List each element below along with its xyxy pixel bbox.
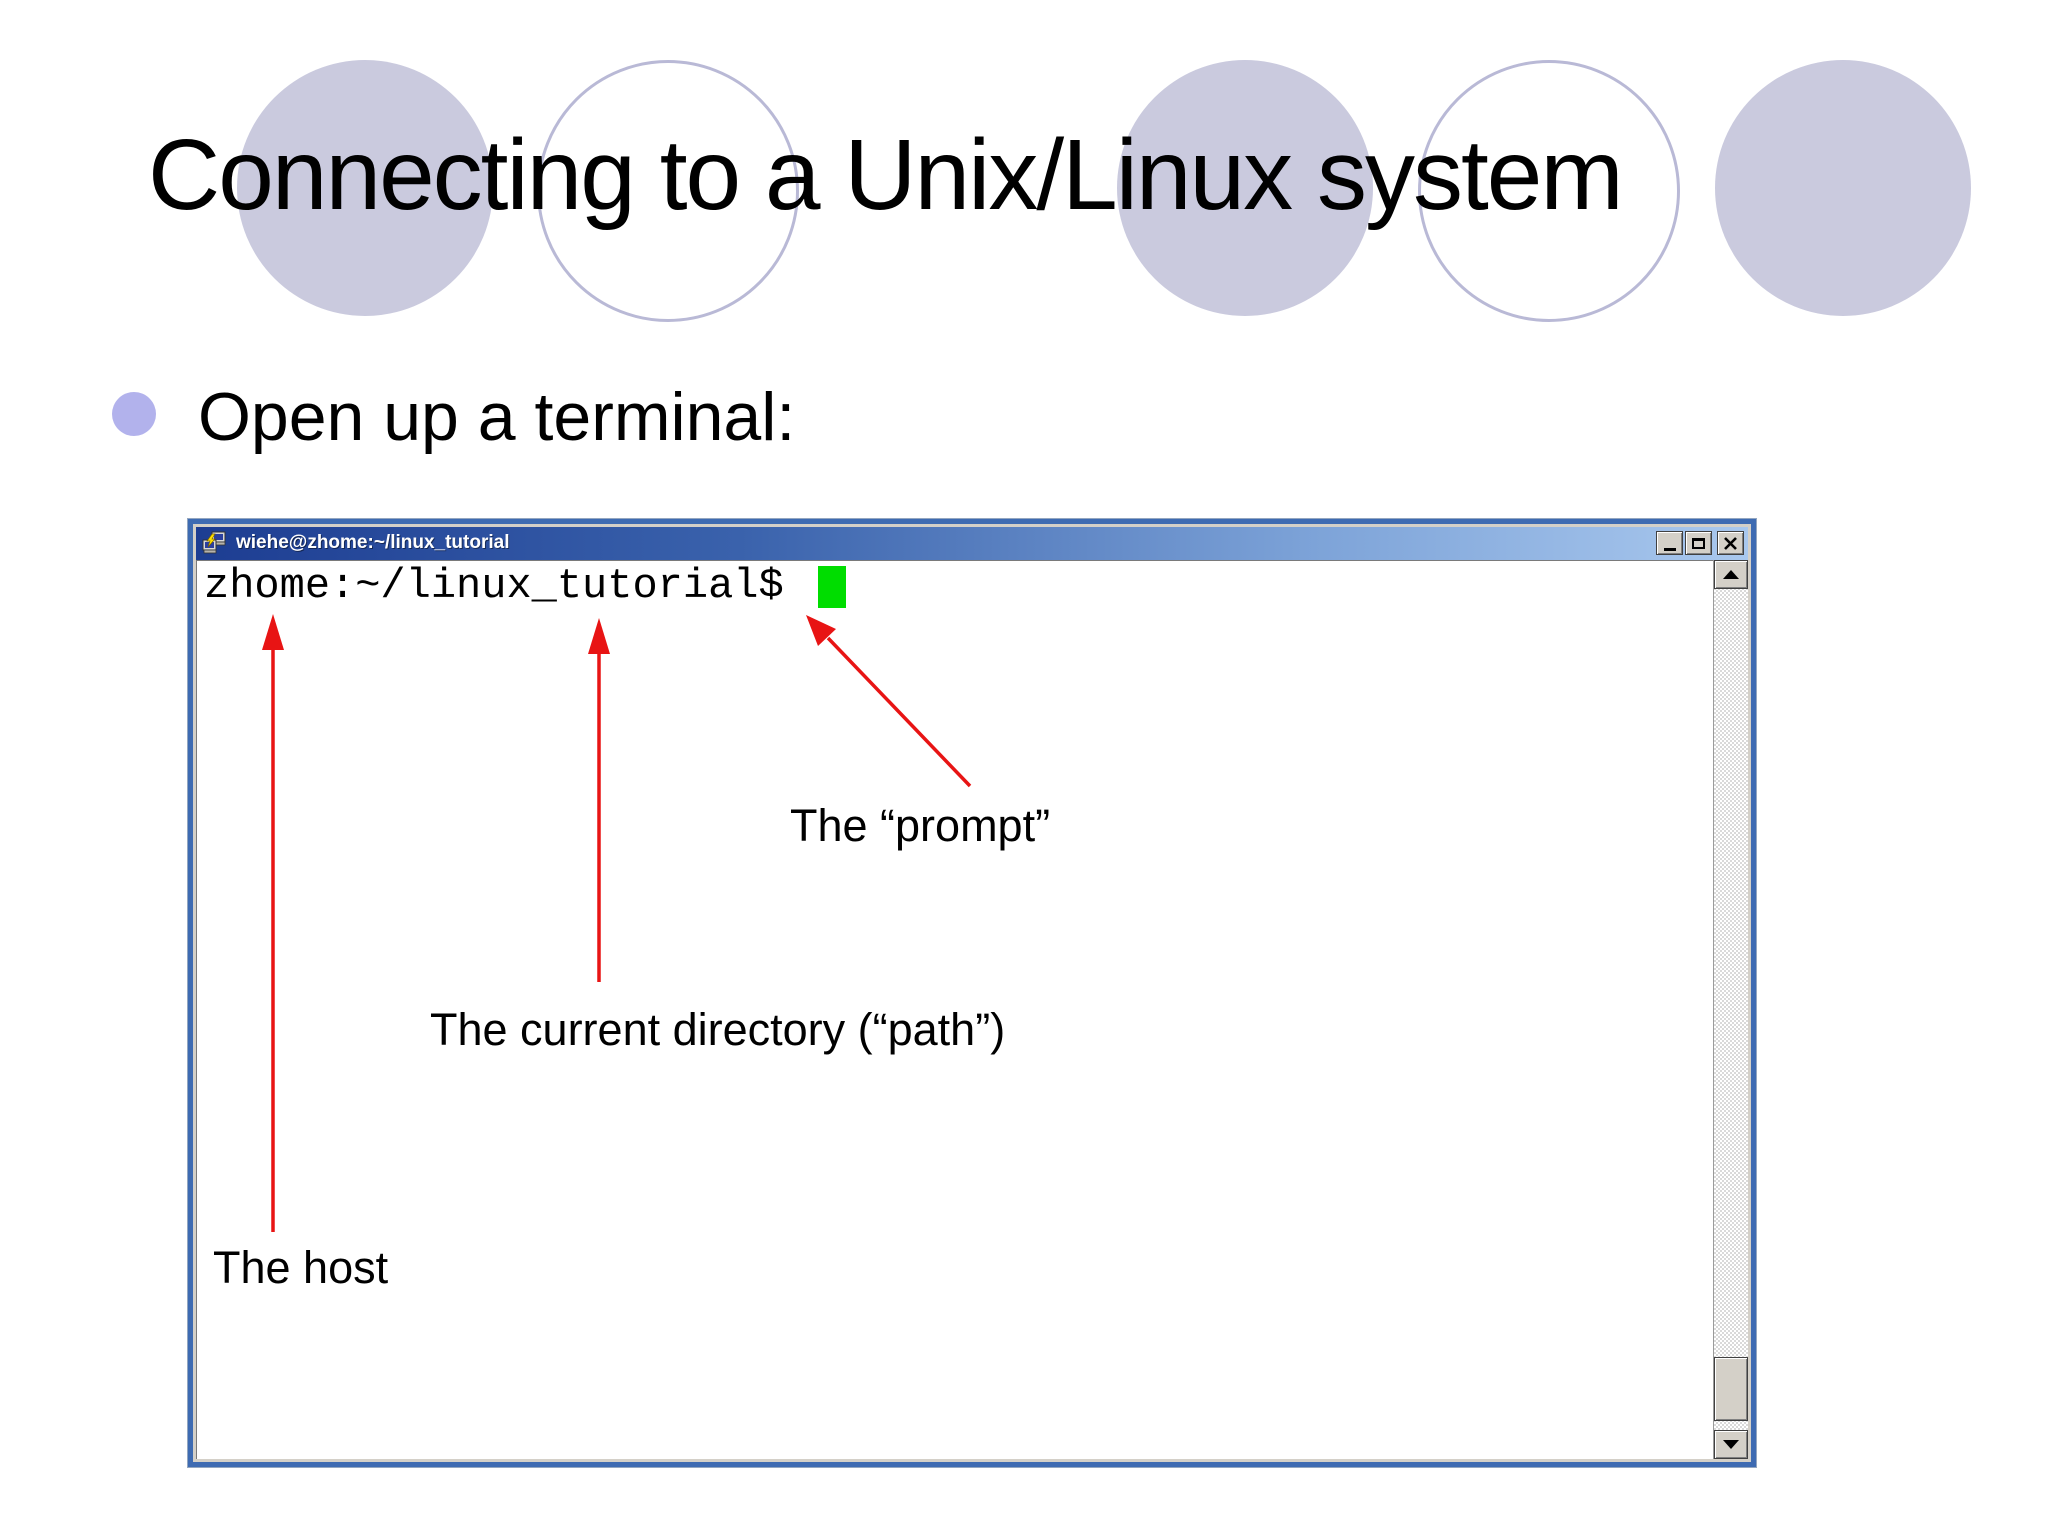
decorative-circle-filled xyxy=(1117,60,1373,316)
decorative-circle-outlined xyxy=(537,60,799,322)
decorative-circle-filled xyxy=(237,60,493,316)
close-icon xyxy=(1724,536,1737,550)
scrollbar-thumb[interactable] xyxy=(1714,1357,1748,1421)
arrow-up-icon xyxy=(1723,570,1739,579)
page-title: Connecting to a Unix/Linux system xyxy=(148,119,1624,231)
terminal-cursor xyxy=(818,566,846,608)
maximize-button[interactable] xyxy=(1685,531,1712,555)
bullet-text: Open up a terminal: xyxy=(198,379,796,455)
scroll-down-button[interactable] xyxy=(1714,1430,1748,1459)
putty-terminal-icon xyxy=(202,531,226,554)
scroll-up-button[interactable] xyxy=(1714,560,1748,589)
terminal-prompt: zhome:~/linux_tutorial$ xyxy=(204,562,784,610)
current-directory-annotation-label: The current directory (“path”) xyxy=(430,1004,1006,1055)
terminal-title: wiehe@zhome:~/linux_tutorial xyxy=(236,532,510,553)
terminal-frame: wiehe@zhome:~/linux_tutorial zhome:~/lin… xyxy=(193,524,1751,1462)
prompt-annotation-label: The “prompt” xyxy=(790,800,1051,851)
scrollbar[interactable] xyxy=(1713,560,1748,1459)
bullet-icon xyxy=(112,392,156,436)
arrow-down-icon xyxy=(1723,1440,1739,1449)
terminal-window: wiehe@zhome:~/linux_tutorial zhome:~/lin… xyxy=(187,518,1757,1468)
terminal-content[interactable]: zhome:~/linux_tutorial$ xyxy=(196,560,1748,1459)
close-button[interactable] xyxy=(1717,531,1744,555)
decorative-circle-filled xyxy=(1715,60,1971,316)
maximize-icon xyxy=(1692,537,1705,549)
minimize-icon xyxy=(1663,547,1676,551)
minimize-button[interactable] xyxy=(1656,531,1683,555)
decorative-circle-outlined xyxy=(1418,60,1680,322)
terminal-titlebar[interactable]: wiehe@zhome:~/linux_tutorial xyxy=(196,527,1748,560)
host-annotation-label: The host xyxy=(213,1242,389,1293)
